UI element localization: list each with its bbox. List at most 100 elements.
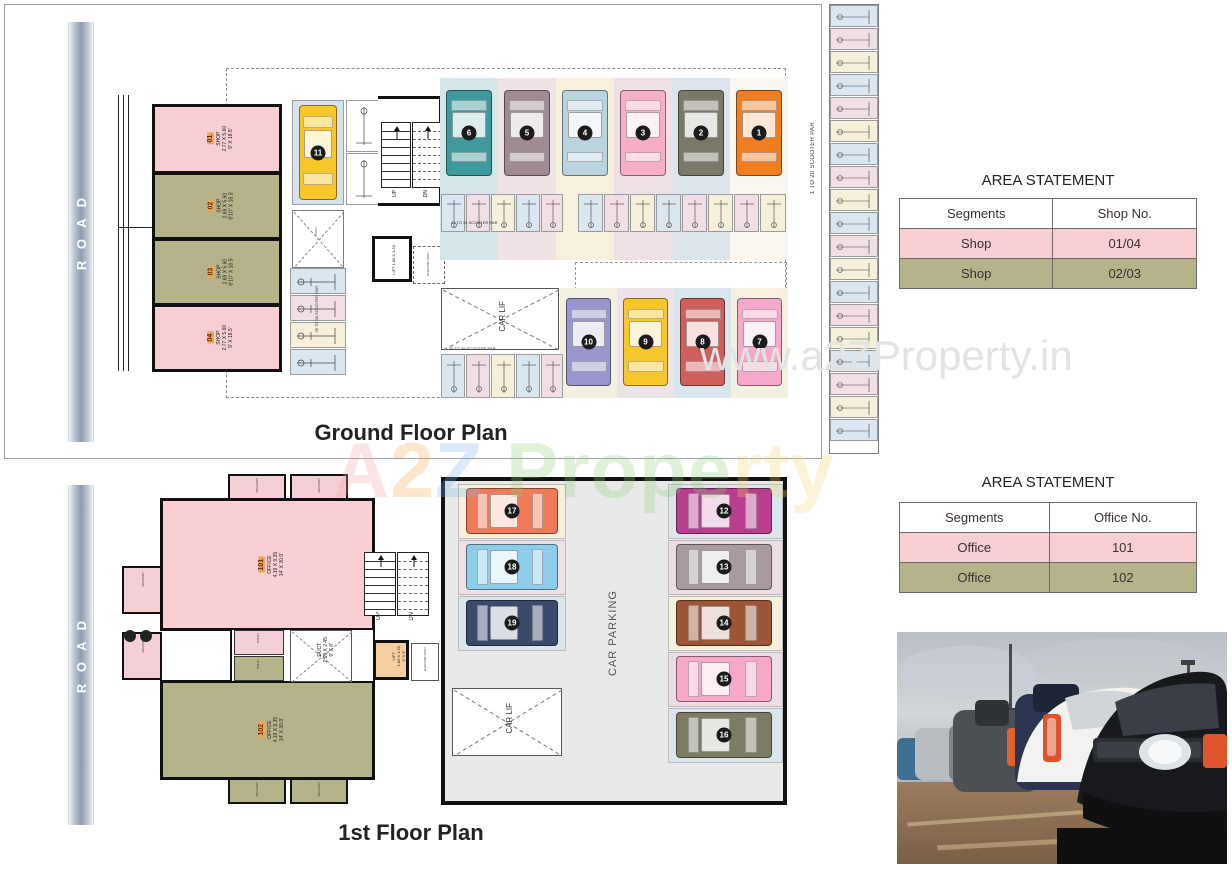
balcony-top-1-label: BALCONY [255, 478, 259, 493]
scooter-slot[interactable] [830, 373, 878, 395]
car-16-rear-window [745, 716, 757, 754]
car-13-windshield [687, 548, 700, 586]
car-17-windshield [477, 492, 489, 530]
scooter-slot[interactable] [290, 268, 346, 294]
scooter-slot[interactable] [830, 258, 878, 280]
scooter-slot[interactable] [830, 327, 878, 349]
scooter-slot[interactable] [830, 189, 878, 211]
car-3-windshield [624, 100, 662, 111]
scooter-icon [688, 200, 702, 228]
cell-segment: Office [899, 562, 1050, 593]
scooter-slot[interactable] [830, 51, 878, 73]
office-unit-102[interactable]: 102 OFFICE 4.19 X 9.35 14' X 30.9' [160, 680, 375, 780]
car-3[interactable]: 3 [620, 90, 666, 176]
car-17[interactable]: 17 [466, 488, 558, 534]
office-unit-101[interactable]: 101 OFFICE 4.19 X 9.35 14' X 30.9' [160, 498, 375, 631]
car-16[interactable]: 16 [676, 712, 772, 758]
car-6[interactable]: 6 [446, 90, 492, 176]
scooter-slot[interactable] [682, 194, 707, 232]
scooter-icon [546, 200, 560, 228]
scooter-slot[interactable] [830, 281, 878, 303]
scooter-icon [836, 309, 870, 323]
lift-shaft-first: LIFT 1.80 X 1.50 6' X 5' [373, 640, 409, 680]
toilet-1[interactable]: TOILET [234, 630, 284, 655]
scooter-slot[interactable] [630, 194, 655, 232]
car-8-number: 8 [695, 334, 710, 350]
shop-unit-01[interactable]: 01 SHOP 2.77 X 5.60 9' X 18.5' [152, 104, 282, 174]
balcony-top-2-label: BALCONY [317, 478, 321, 493]
car-18[interactable]: 18 [466, 544, 558, 590]
car-14[interactable]: 14 [676, 600, 772, 646]
car-12[interactable]: 12 [676, 488, 772, 534]
scooter-slot[interactable] [290, 349, 346, 375]
scooter-slot[interactable] [734, 194, 759, 232]
table-header-row: Segments Office No. [899, 502, 1198, 533]
car-1-windshield [740, 100, 778, 111]
car-10[interactable]: 10 [566, 298, 611, 386]
scooter-slot[interactable] [830, 74, 878, 96]
shop-unit-02[interactable]: 02 SHOP 2.69 X 5.60 8'10" X 18.5' [152, 172, 282, 240]
car-11-windshield [302, 116, 334, 128]
car-11-roof [304, 129, 332, 159]
car-11[interactable]: 11 [299, 105, 337, 200]
scooter-icon [836, 79, 870, 93]
car-12-rear-window [745, 492, 757, 530]
scooter-slot[interactable] [541, 194, 563, 232]
scooter-icon [836, 263, 870, 277]
shop-unit-03[interactable]: 03 SHOP 2.69 X 5.60 8'10" X 18.5' [152, 238, 282, 306]
scooter-slot[interactable] [441, 354, 465, 398]
scooter-slot[interactable] [708, 194, 733, 232]
car-8[interactable]: 8 [680, 298, 725, 386]
car-9[interactable]: 9 [623, 298, 668, 386]
scooter-slot[interactable] [830, 350, 878, 372]
car-14-rear-window [745, 604, 757, 642]
car-19[interactable]: 19 [466, 600, 558, 646]
scooter-slot[interactable] [578, 194, 603, 232]
car-1[interactable]: 1 [736, 90, 782, 176]
scooter-slot[interactable] [830, 419, 878, 441]
toilet-2[interactable]: TOILET [234, 656, 284, 681]
scooter-slot[interactable] [290, 322, 346, 348]
scooter-slot[interactable] [830, 5, 878, 27]
scooter-icon [714, 200, 728, 228]
scooter-slot[interactable] [830, 212, 878, 234]
car-13[interactable]: 13 [676, 544, 772, 590]
scooter-slot[interactable] [604, 194, 629, 232]
scooter-slot[interactable] [491, 354, 515, 398]
scooter-slot[interactable] [830, 120, 878, 142]
scooter-slot[interactable] [830, 396, 878, 418]
scooter-slot[interactable] [516, 194, 540, 232]
scooter-slot[interactable] [656, 194, 681, 232]
scooter-slot[interactable] [491, 194, 515, 232]
car-15[interactable]: 15 [676, 656, 772, 702]
scooter-slot[interactable] [830, 143, 878, 165]
scooter-slot[interactable] [441, 194, 465, 232]
scooter-strip-near-stair [346, 100, 380, 206]
scooter-slot[interactable] [830, 97, 878, 119]
car-2-number: 2 [693, 125, 709, 141]
scooter-slot[interactable] [830, 304, 878, 326]
scooter-slot[interactable] [516, 354, 540, 398]
car-7[interactable]: 7 [737, 298, 782, 386]
cell-office-no: 102 [1048, 562, 1198, 593]
car-2[interactable]: 2 [678, 90, 724, 176]
col-header-office-no: Office No. [1048, 502, 1198, 533]
scooter-icon [836, 56, 870, 70]
scooter-slot[interactable] [346, 153, 380, 205]
scooter-icon [584, 200, 598, 228]
scooter-icon [297, 328, 336, 344]
scooter-slot[interactable] [466, 354, 490, 398]
shop-unit-04[interactable]: 04 SHOP 2.77 X 5.60 9' X 18.5' [152, 304, 282, 372]
scooter-slot[interactable] [290, 295, 346, 321]
scooter-slot[interactable] [466, 194, 490, 232]
table-header-row: Segments Shop No. [898, 198, 1197, 229]
car-4[interactable]: 4 [562, 90, 608, 176]
scooter-slot[interactable] [830, 28, 878, 50]
lift-label-ground: LIFT 1.80 X 1.50 [391, 245, 396, 275]
scooter-slot[interactable] [346, 100, 380, 152]
car-5[interactable]: 5 [504, 90, 550, 176]
scooter-slot[interactable] [760, 194, 786, 232]
scooter-slot[interactable] [830, 166, 878, 188]
scooter-slot[interactable] [830, 235, 878, 257]
scooter-slot[interactable] [541, 354, 563, 398]
